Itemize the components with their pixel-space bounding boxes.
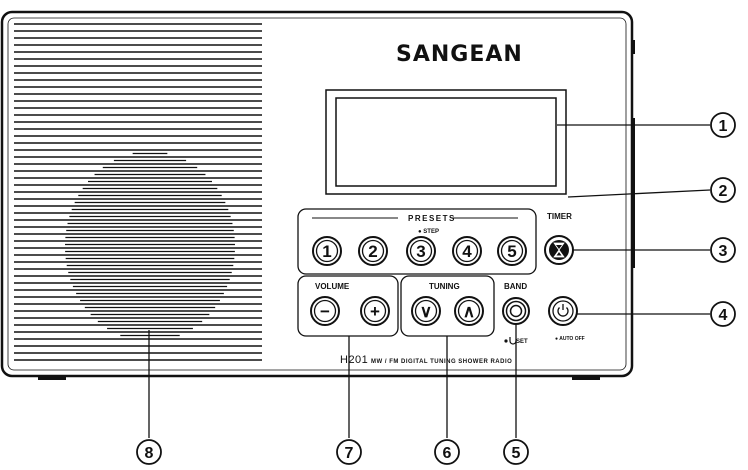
callout-leaders xyxy=(148,124,711,438)
tuning-up-button-label: ∧ xyxy=(463,302,475,321)
preset-buttons: 1 2 3 4 5 xyxy=(312,236,527,266)
volume-label: VOLUME xyxy=(315,282,350,291)
band-label: BAND xyxy=(504,282,528,291)
auto-off-label: ● AUTO OFF xyxy=(555,336,585,342)
brand-logo: SANGEAN xyxy=(396,42,523,67)
side-button-upper xyxy=(631,40,635,54)
tuning-buttons: ∨∧ xyxy=(411,296,484,326)
preset-button-2[interactable]: 2 xyxy=(358,236,388,266)
preset-button-1-label: 1 xyxy=(322,242,331,261)
preset-button-3-label: 3 xyxy=(416,242,425,261)
callout-markers: 1 2 3 4 5 6 7 8 xyxy=(136,112,736,465)
model-description: MW / FM DIGITAL TUNING SHOWER RADIO xyxy=(371,359,513,365)
tuning-down-button-label: ∨ xyxy=(420,302,432,321)
callout-number: 6 xyxy=(443,445,452,462)
preset-button-5-label: 5 xyxy=(507,242,516,261)
band-button[interactable] xyxy=(502,297,530,325)
callout-number: 4 xyxy=(719,307,728,324)
step-label: ● STEP xyxy=(418,229,439,235)
tuning-down-button[interactable]: ∨ xyxy=(411,296,441,326)
side-button-lower xyxy=(631,118,635,268)
callout-number: 8 xyxy=(145,445,154,462)
callout-5: 5 xyxy=(503,439,529,465)
hourglass-icon xyxy=(553,242,565,258)
callout-number: 3 xyxy=(719,243,728,260)
presets-label: PRESETS xyxy=(408,214,456,223)
callout-8: 8 xyxy=(136,439,162,465)
volume-panel xyxy=(297,275,399,337)
callout-4: 4 xyxy=(710,301,736,327)
preset-button-3[interactable]: 3 xyxy=(406,236,436,266)
preset-button-4-label: 4 xyxy=(462,242,472,261)
left-foot xyxy=(38,375,66,380)
set-label: SET xyxy=(516,339,528,345)
power-button[interactable] xyxy=(548,296,578,326)
timer-button[interactable] xyxy=(544,235,574,265)
preset-button-4[interactable]: 4 xyxy=(452,236,482,266)
model-line: H201 MW / FM DIGITAL TUNING SHOWER RADIO xyxy=(340,355,512,366)
volume-buttons: −+ xyxy=(310,296,390,326)
volume-down-button[interactable]: − xyxy=(310,296,340,326)
callout-number: 2 xyxy=(719,183,728,200)
callout-2: 2 xyxy=(710,177,736,203)
model-number: H201 xyxy=(340,354,369,366)
speaker-grille xyxy=(14,23,262,361)
callout-number: 5 xyxy=(512,445,521,462)
right-foot xyxy=(572,375,600,380)
callout-number: 1 xyxy=(719,118,728,135)
tuning-label: TUNING xyxy=(429,282,460,291)
timer-label: TIMER xyxy=(547,212,572,221)
lcd-screen xyxy=(335,97,557,187)
callout-number: 7 xyxy=(345,445,354,462)
callout-3: 3 xyxy=(710,237,736,263)
volume-up-button-label: + xyxy=(370,302,380,321)
callout-1: 1 xyxy=(710,112,736,138)
presets-panel xyxy=(297,208,537,275)
volume-down-button-label: − xyxy=(320,302,330,321)
preset-button-2-label: 2 xyxy=(368,242,377,261)
preset-button-1[interactable]: 1 xyxy=(312,236,342,266)
callout-7: 7 xyxy=(336,439,362,465)
callout-6: 6 xyxy=(434,439,460,465)
preset-button-5[interactable]: 5 xyxy=(497,236,527,266)
volume-up-button[interactable]: + xyxy=(360,296,390,326)
tuning-up-button[interactable]: ∧ xyxy=(454,296,484,326)
power-icon xyxy=(557,304,569,317)
